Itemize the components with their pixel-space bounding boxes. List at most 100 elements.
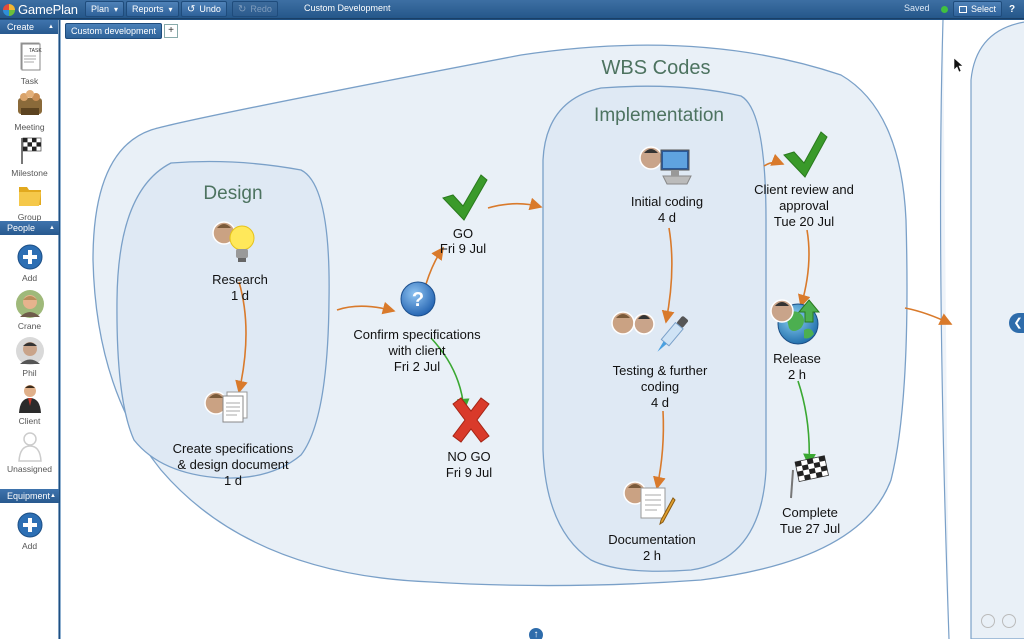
undo-button[interactable]: ↺ Undo (181, 1, 227, 17)
task-label: Task (20, 76, 39, 86)
avatar-hair (775, 302, 789, 306)
research-duration: 1 d (231, 288, 249, 303)
arrow-wbs-to-next (904, 307, 953, 325)
svg-text:TASK: TASK (29, 48, 42, 54)
avatar-hair (209, 394, 223, 398)
zoom-out-icon[interactable] (981, 614, 995, 628)
redo-label: Redo (250, 4, 272, 14)
design-group (116, 160, 330, 479)
person-client[interactable]: Client (0, 382, 59, 426)
add-person-item[interactable]: Add (0, 243, 59, 283)
avatar-unassigned (17, 432, 42, 462)
client-review-date: Tue 20 Jul (774, 214, 834, 229)
question-icon: ? (400, 281, 436, 317)
nogo-name: NO GO (447, 449, 490, 464)
reports-menu-button[interactable]: Reports ▾ (126, 1, 179, 17)
equipment-header-label: Equipment (7, 491, 51, 501)
meeting-label: Meeting (14, 122, 45, 132)
scroll-up-arrow-icon[interactable]: ↑ (527, 626, 545, 639)
top-toolbar: GamePlan Plan ▾ Reports ▾ ↺ Undo ↻ Redo … (0, 0, 1024, 19)
node-initial-coding[interactable]: Initial coding 4 d (631, 146, 703, 225)
create-task-item[interactable]: TASK Task (0, 40, 59, 86)
lightbulb-icon (229, 225, 255, 262)
avatar-hair (644, 149, 658, 153)
sidebar: Create ▲ TASK Task Meeting (0, 20, 59, 639)
avatar-phil (15, 337, 44, 365)
adjacent-group-outline (939, 20, 950, 639)
node-release[interactable]: Release 2 h (770, 299, 821, 382)
node-complete[interactable]: Complete Tue 27 Jul (780, 455, 840, 536)
create-header-label: Create (7, 22, 35, 32)
add-icon (17, 512, 42, 538)
client-review-line1: Client review and (754, 182, 854, 197)
computer-icon (660, 149, 692, 185)
adjacent-group-outline-2 (970, 21, 1024, 639)
node-client-review[interactable]: Client review and approval Tue 20 Jul (754, 131, 854, 229)
nogo-date: Fri 9 Jul (446, 465, 492, 480)
folder-icon (18, 187, 41, 206)
arrow-design-to-confirm (336, 301, 396, 315)
person-unassigned[interactable]: Unassigned (0, 430, 59, 474)
implementation-group-title: Implementation (594, 105, 724, 126)
tab-custom-development[interactable]: Custom development (65, 23, 163, 39)
initial-coding-name: Initial coding (631, 194, 703, 209)
add-equipment-label: Add (21, 541, 38, 551)
arrow-review-to-release (798, 229, 811, 308)
add-icon (17, 244, 42, 270)
mouse-cursor-icon (953, 57, 964, 73)
node-confirm-specifications[interactable]: ? Confirm specifications with client Fri… (353, 281, 481, 374)
plan-label: Plan (91, 4, 110, 14)
plan-canvas[interactable]: Custom development + (60, 20, 1024, 639)
create-section-header[interactable]: Create ▲ (0, 20, 58, 34)
gameplan-logo-icon (3, 3, 15, 16)
expand-left-arrow-icon[interactable]: ❮ (1009, 313, 1024, 333)
help-button[interactable]: ? (1008, 3, 1016, 15)
arrow-confirm-to-go (425, 246, 444, 285)
arrow-initial-to-testing (661, 227, 675, 324)
group-label: Group (17, 212, 42, 222)
equipment-section-header[interactable]: Equipment ▲ (0, 489, 59, 503)
create-specs-line2: & design document (177, 457, 289, 472)
add-tab-button[interactable]: + (164, 24, 178, 38)
release-name: Release (773, 351, 821, 366)
add-equipment-item[interactable]: Add (0, 511, 59, 551)
people-section-header[interactable]: People ▲ (0, 221, 59, 235)
checkmark-icon (783, 131, 828, 178)
confirm-line2: with client (387, 343, 445, 358)
avatar-crane (15, 290, 44, 318)
redo-button[interactable]: ↻ Redo (232, 1, 278, 17)
status-indicator-icon (941, 6, 948, 13)
node-research[interactable]: Research 1 d (212, 221, 268, 303)
checkmark-icon (442, 174, 488, 221)
create-meeting-item[interactable]: Meeting (0, 88, 59, 132)
documentation-duration: 2 h (643, 548, 661, 563)
arrow-testing-to-doc (653, 410, 666, 490)
client-label: Client (18, 416, 41, 426)
create-group-item[interactable]: Group (0, 180, 59, 222)
wbs-group-title: WBS Codes (602, 57, 711, 79)
design-group-title: Design (203, 183, 262, 204)
node-documentation[interactable]: Documentation 2 h (608, 481, 696, 563)
person-crane[interactable]: Crane (0, 289, 59, 331)
task-icon: TASK (20, 42, 42, 71)
document-pen-icon (640, 487, 676, 526)
select-button[interactable]: Select (953, 1, 1003, 17)
svg-text:?: ? (412, 289, 424, 311)
collapse-icon: ▲ (48, 24, 54, 30)
milestone-flag-icon (20, 137, 41, 164)
research-name: Research (212, 272, 268, 287)
save-status: Saved (904, 3, 930, 13)
node-go[interactable]: GO Fri 9 Jul (440, 174, 488, 256)
node-testing[interactable]: Testing & further coding 4 d (611, 311, 708, 410)
people-header-label: People (7, 223, 36, 233)
person-phil[interactable]: Phil (0, 336, 59, 378)
plan-menu-button[interactable]: Plan ▾ (85, 1, 125, 17)
node-no-go[interactable]: NO GO Fri 9 Jul (446, 397, 492, 480)
create-milestone-item[interactable]: Milestone (0, 134, 59, 178)
pipette-icon (657, 316, 688, 352)
avatar-hair (217, 224, 231, 228)
zoom-in-icon[interactable] (1002, 614, 1016, 628)
cross-icon (452, 397, 490, 443)
node-create-specifications[interactable]: Create specifications & design document … (173, 391, 294, 488)
arrow-release-to-complete (797, 380, 816, 467)
